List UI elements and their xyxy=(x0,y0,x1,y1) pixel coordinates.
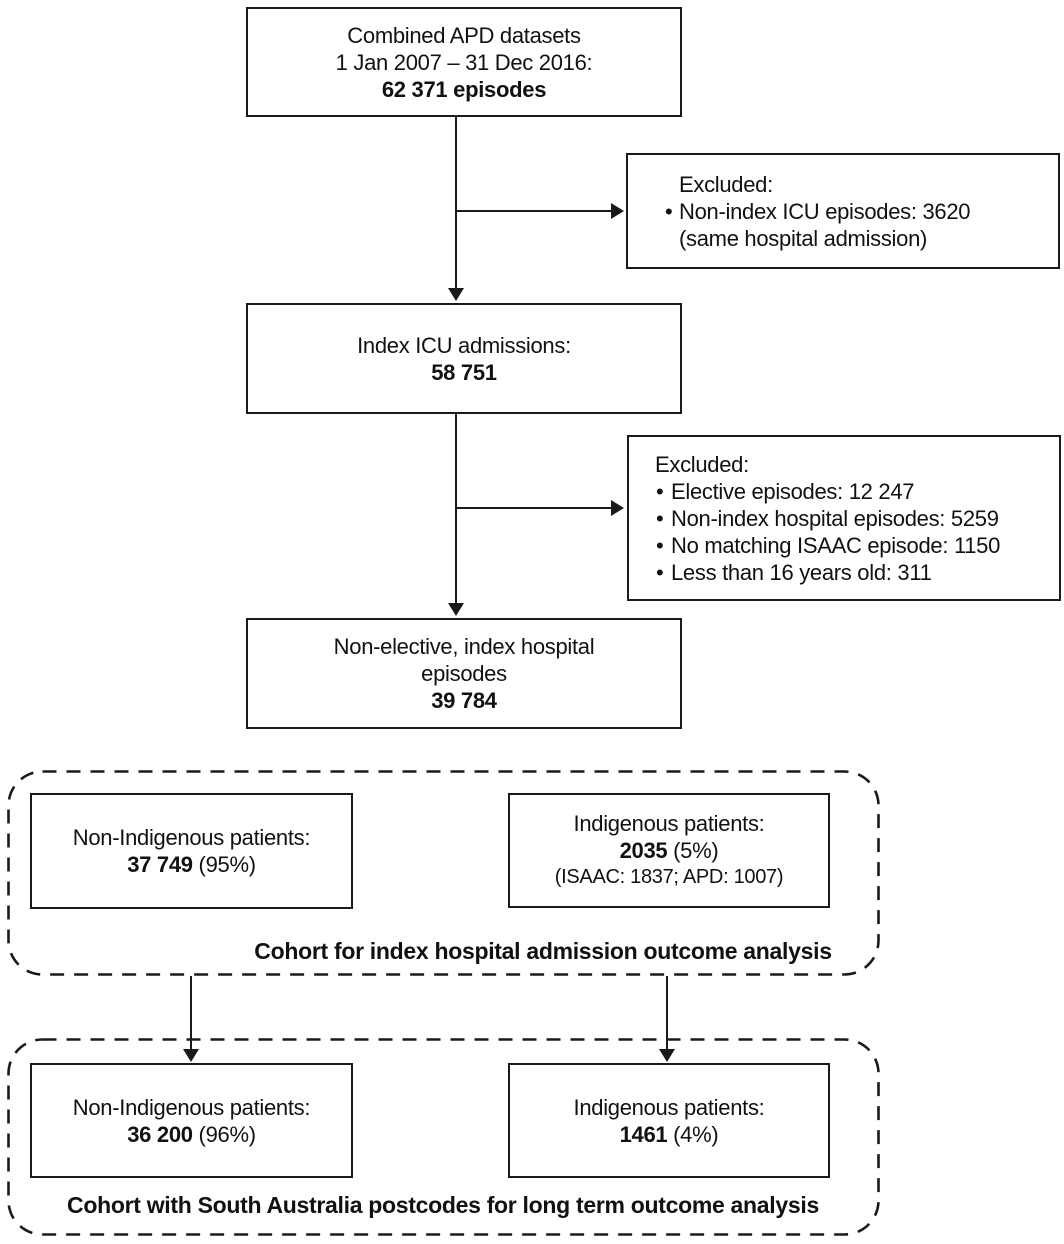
arrow-combined-to-index-head xyxy=(448,288,464,301)
arrow-to-excluded1-line xyxy=(455,210,612,212)
cohort2-indigenous-value: 1461 xyxy=(619,1121,668,1147)
arrow-cohort1-right-head xyxy=(659,1049,675,1062)
excluded1-item: Non-index ICU episodes: 3620 xyxy=(665,198,1058,225)
cohort2-non-indigenous-count: 36 200 (96%) xyxy=(127,1121,256,1148)
excluded1-item-note: (same hospital admission) xyxy=(679,225,928,251)
combined-line2: 1 Jan 2007 – 31 Dec 2016: xyxy=(335,49,593,75)
arrow-cohort1-right-line xyxy=(666,976,668,1050)
cohort1-indigenous-count: 2035 (5%) xyxy=(620,837,719,864)
arrow-combined-to-index-line xyxy=(455,117,457,289)
excluded2-item-elective: Elective episodes: 12 247 xyxy=(655,478,1059,505)
cohort1-indigenous-note: (ISAAC: 1837; APD: 1007) xyxy=(554,866,784,888)
index-icu-label: Index ICU admissions: xyxy=(357,332,571,358)
box-cohort1-non-indigenous: Non-Indigenous patients: 37 749 (95%) xyxy=(30,793,353,909)
non-elective-count: 39 784 xyxy=(431,688,497,713)
cohort2-dashed-container xyxy=(7,1038,880,1236)
cohort2-non-indigenous-label: Non-Indigenous patients: xyxy=(72,1094,311,1120)
box-cohort2-non-indigenous: Non-Indigenous patients: 36 200 (96%) xyxy=(30,1063,353,1178)
arrow-cohort1-left-head xyxy=(183,1049,199,1062)
cohort2-caption: Cohort with South Australia postcodes fo… xyxy=(67,1192,819,1218)
arrow-index-to-nonelective-head xyxy=(448,603,464,616)
cohort2-indigenous-label: Indigenous patients: xyxy=(573,1094,765,1120)
cohort1-dashed-container xyxy=(7,770,880,976)
cohort2-non-indigenous-pct: (96%) xyxy=(192,1121,257,1147)
excluded2-title: Excluded: xyxy=(655,451,749,477)
arrow-to-excluded1-head xyxy=(611,203,624,219)
box-cohort1-indigenous: Indigenous patients: 2035 (5%) (ISAAC: 1… xyxy=(508,793,830,908)
box-index-icu-admissions: Index ICU admissions: 58 751 xyxy=(246,303,682,414)
non-elective-line1: Non-elective, index hospital xyxy=(333,634,595,659)
cohort1-caption: Cohort for index hospital admission outc… xyxy=(254,938,832,964)
combined-episodes-count: 62 371 episodes xyxy=(381,76,547,102)
combined-line1: Combined APD datasets xyxy=(347,22,581,48)
cohort1-non-indigenous-label: Non-Indigenous patients: xyxy=(72,825,311,850)
cohort1-non-indigenous-value: 37 749 xyxy=(127,852,193,877)
box-excluded-1: Excluded: Non-index ICU episodes: 3620 (… xyxy=(626,153,1060,269)
arrow-cohort1-left-line xyxy=(190,976,192,1050)
cohort1-non-indigenous-pct: (95%) xyxy=(192,852,257,877)
cohort2-indigenous-pct: (4%) xyxy=(667,1121,719,1147)
cohort2-non-indigenous-value: 36 200 xyxy=(127,1121,193,1147)
cohort1-non-indigenous-count: 37 749 (95%) xyxy=(127,851,256,878)
box-excluded-2: Excluded: Elective episodes: 12 247 Non-… xyxy=(627,435,1061,601)
non-elective-line2: episodes xyxy=(421,661,507,686)
excluded2-item-no-isaac: No matching ISAAC episode: 1150 xyxy=(655,532,1059,559)
arrow-index-to-nonelective-line xyxy=(455,414,457,604)
excluded2-item-nonindex-hospital: Non-index hospital episodes: 5259 xyxy=(655,505,1059,532)
excluded1-title: Excluded: xyxy=(679,171,773,197)
cohort2-indigenous-count: 1461 (4%) xyxy=(620,1121,719,1148)
excluded2-item-under16: Less than 16 years old: 311 xyxy=(655,559,1059,586)
cohort1-indigenous-value: 2035 xyxy=(619,838,668,863)
box-non-elective-episodes: Non-elective, index hospital episodes 39… xyxy=(246,618,682,729)
cohort1-indigenous-pct: (5%) xyxy=(667,838,719,863)
arrow-to-excluded2-head xyxy=(611,500,624,516)
box-combined-apd-datasets: Combined APD datasets 1 Jan 2007 – 31 De… xyxy=(246,7,682,117)
arrow-to-excluded2-line xyxy=(455,507,612,509)
index-icu-count: 58 751 xyxy=(431,359,497,385)
box-cohort2-indigenous: Indigenous patients: 1461 (4%) xyxy=(508,1063,830,1178)
cohort1-indigenous-label: Indigenous patients: xyxy=(573,811,765,836)
